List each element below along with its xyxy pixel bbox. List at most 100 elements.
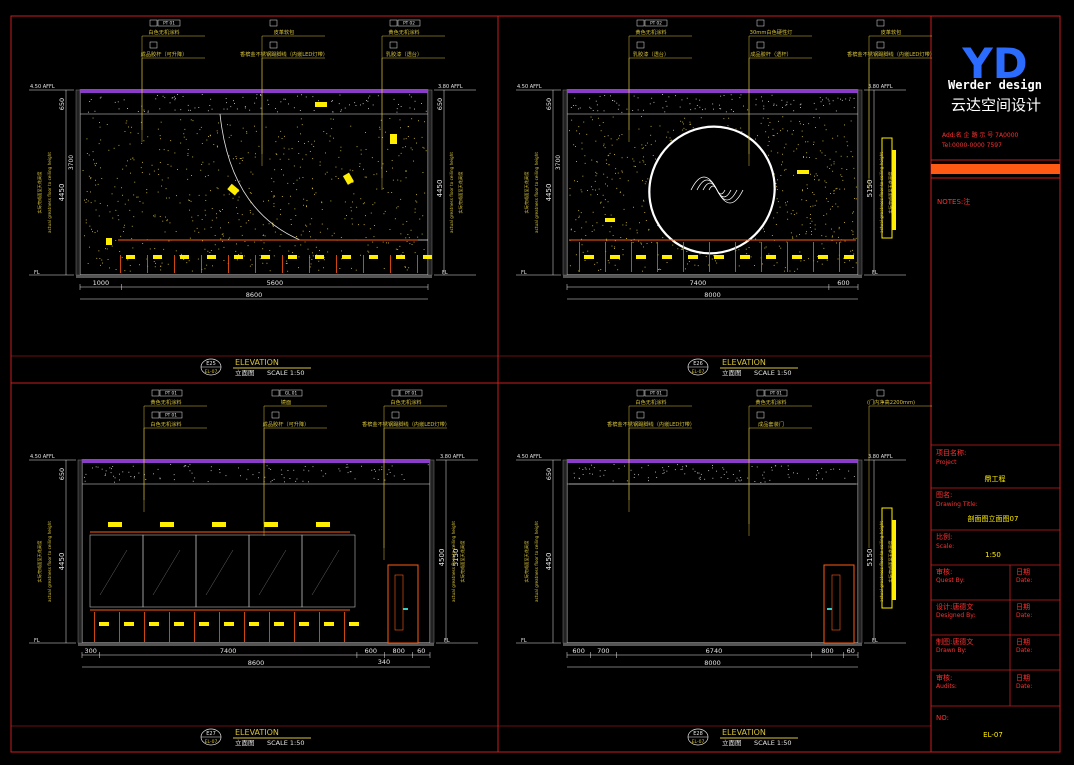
speckle-dot [361,465,362,467]
speckle-dot [826,198,827,200]
speckle-dot [143,109,145,111]
speckle-dot [124,224,125,226]
speckle-dot [832,137,834,139]
speckle-dot [633,238,635,240]
speckle-dot [382,241,384,243]
speckle-dot [826,166,828,168]
dim-height-top: 650 [58,98,66,110]
speckle-dot [595,140,597,142]
speckle-dot [177,169,178,170]
speckle-dot [346,464,348,465]
speckle-dot [672,244,674,246]
speckle-dot [337,178,339,179]
speckle-dot [184,465,186,467]
speckle-dot [249,192,251,194]
speckle-dot [127,199,129,201]
speckle-dot [170,165,172,167]
speckle-dot [208,163,210,165]
speckle-dot [98,143,100,145]
speckle-dot [843,136,845,138]
speckle-dot [177,94,178,95]
speckle-dot [853,107,855,109]
speckle-dot [578,478,580,480]
speckle-dot [585,235,587,236]
elevation-sub-code: EL-07 [692,739,705,745]
speckle-dot [618,137,620,139]
speckle-dot [211,208,213,209]
led-fixture [636,255,646,259]
speckle-dot [332,118,334,120]
speckle-dot [806,184,808,186]
speckle-dot [125,122,127,124]
speckle-dot [308,481,309,483]
callout-box [389,41,398,49]
speckle-dot [402,252,404,253]
speckle-dot [213,161,215,163]
callout-text: 镜面 [281,398,291,406]
ceiling-fixture [264,522,278,527]
speckle-dot [400,180,402,182]
speckle-dot [175,97,176,99]
speckle-dot [241,160,243,161]
drawn-date-label: 日期 [1016,638,1030,646]
speckle-dot [673,129,674,131]
speckle-dot [765,246,767,248]
side-label-en-right: actual greatness floor to ceiling height [451,521,456,602]
speckle-dot [607,155,609,157]
speckle-dot [402,147,404,149]
rail-post [294,612,295,642]
dim-width-segment: 5600 [267,279,284,287]
speckle-dot [650,125,652,127]
speckle-dot [411,118,413,120]
speckle-dot [610,95,611,97]
dim-width-segment: 600 [572,647,584,655]
speckle-dot [799,123,801,125]
speckle-dot [141,211,143,213]
wall-fixture [605,218,615,222]
speckle-dot [575,146,576,147]
speckle-dot [636,232,638,234]
speckle-dot [278,136,279,138]
speckle-dot [234,103,235,104]
speckle-dot [396,207,398,209]
speckle-dot [616,102,618,104]
speckle-dot [632,158,634,160]
speckle-dot [822,99,823,101]
audits-label-en: Audits: [936,683,957,690]
speckle-dot [344,218,346,220]
speckle-dot [852,249,853,251]
speckle-dot [826,259,828,261]
speckle-dot [381,466,383,468]
speckle-dot [393,98,395,100]
speckle-dot [776,189,778,190]
elevation-id: E26 [693,361,703,367]
speckle-dot [651,97,653,99]
speckle-dot [255,153,256,155]
callout-text: 黄色无机涂料 [150,398,181,406]
speckle-dot [574,180,575,182]
speckle-dot [763,477,765,479]
speckle-dot [95,184,97,186]
dim-height-right: 5150 [866,180,874,198]
mirror-reflection [99,549,128,596]
speckle-dot [728,117,730,119]
speckle-dot [94,232,96,233]
speckle-dot [385,131,386,133]
speckle-dot [119,473,120,475]
speckle-dot [360,153,362,155]
speckle-dot [340,150,342,152]
dim-width-segment: 600 [837,279,849,287]
speckle-dot [288,203,290,205]
floor-slab [563,643,862,646]
speckle-dot [298,256,300,258]
drawing-title-label-en: Drawing Title: [936,501,978,508]
speckle-dot [182,96,184,97]
floor-marker-right: FL [444,638,450,644]
speckle-dot [793,214,795,215]
speckle-dot [810,173,811,175]
speckle-dot [787,465,789,467]
speckle-dot [160,121,162,123]
speckle-dot [788,476,790,478]
speckle-dot [593,229,595,231]
speckle-dot [291,148,293,149]
